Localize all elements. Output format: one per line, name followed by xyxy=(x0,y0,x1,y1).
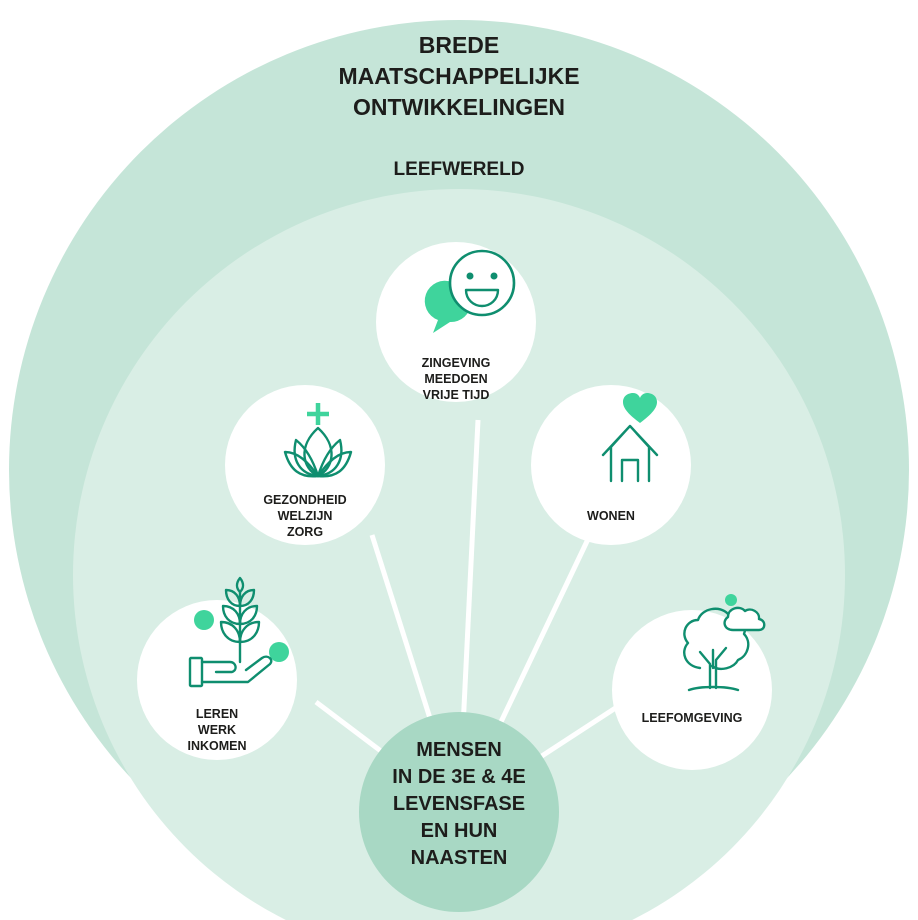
node-circle-leren xyxy=(137,600,297,760)
outer-circle-title: BREDE MAATSCHAPPELIJKE ONTWIKKELINGEN xyxy=(289,30,629,123)
smiley-chat-icon xyxy=(424,249,516,333)
node-label-wonen: WONEN xyxy=(536,508,686,524)
lotus-cross-icon xyxy=(283,403,353,478)
center-title-line: MENSEN xyxy=(416,739,502,761)
inner-circle-title: LEEFWERELD xyxy=(393,159,525,180)
node-label-line: LEREN xyxy=(195,707,239,721)
node-label-line: GEZONDHEID xyxy=(263,493,347,507)
center-title-line: IN DE 3E & 4E xyxy=(392,766,526,788)
node-label-line: MEEDOEN xyxy=(424,372,488,386)
center-title-line: LEVENSFASE xyxy=(392,793,526,815)
hand-plant-icon xyxy=(188,576,289,688)
outer-title-line: BREDE xyxy=(418,32,500,58)
node-label-line: VRIJE TIJD xyxy=(422,388,490,402)
node-label-zingeving: ZINGEVING MEEDOEN VRIJE TIJD xyxy=(381,355,531,403)
node-label-leren: LEREN WERK INKOMEN xyxy=(142,706,292,754)
node-label-gezondheid: GEZONDHEID WELZIJN ZORG xyxy=(230,492,380,540)
node-label-leefomgeving: LEEFOMGEVING xyxy=(617,710,767,726)
node-label-line: WELZIJN xyxy=(277,509,333,523)
node-circle-gezondheid xyxy=(225,385,385,545)
node-label-line: LEEFOMGEVING xyxy=(641,711,743,725)
center-title: MENSEN IN DE 3E & 4E LEVENSFASE EN HUN N… xyxy=(359,737,559,872)
node-label-line: ZINGEVING xyxy=(421,356,491,370)
outer-title-line: ONTWIKKELINGEN xyxy=(352,94,566,120)
node-label-line: WONEN xyxy=(587,509,635,523)
center-circle xyxy=(359,712,559,912)
house-heart-icon xyxy=(601,393,659,483)
node-label-line: INKOMEN xyxy=(187,739,247,753)
node-label-line: WERK xyxy=(197,723,237,737)
node-label-line: ZORG xyxy=(286,525,324,539)
center-title-line: EN HUN xyxy=(420,820,498,842)
outer-title-line: MAATSCHAPPELIJKE xyxy=(338,63,580,89)
center-title-line: NAASTEN xyxy=(410,847,508,869)
tree-cloud-icon xyxy=(683,594,766,692)
